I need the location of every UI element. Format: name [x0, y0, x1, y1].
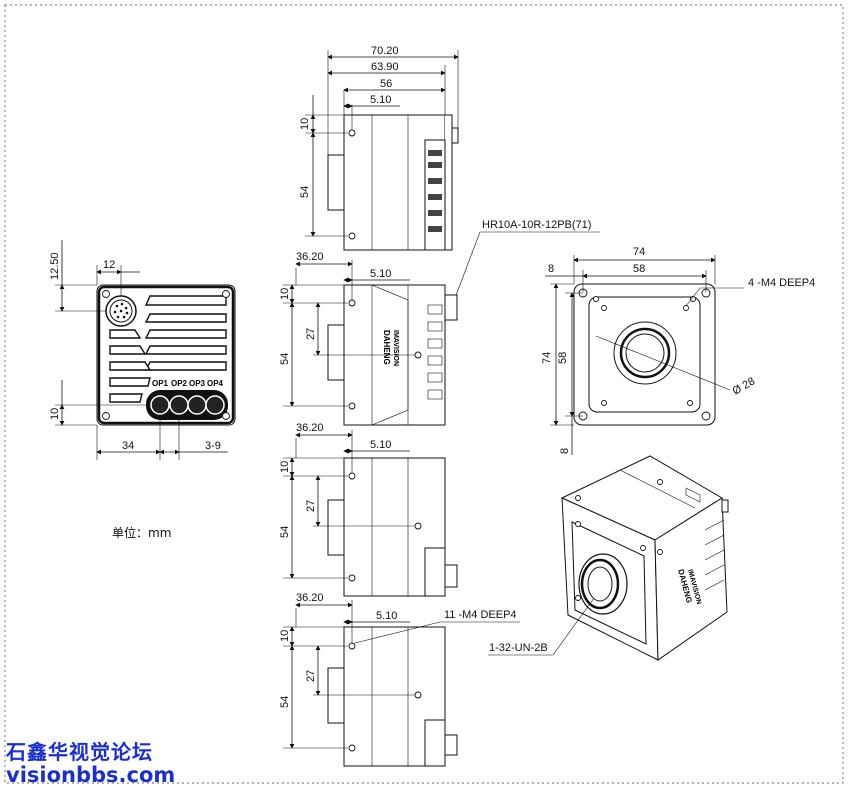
mount-hole	[348, 129, 356, 137]
port-label: OP1	[152, 379, 169, 388]
dim-text: 36.20	[296, 592, 324, 604]
brand-mark: IMAVISION	[392, 330, 399, 366]
mount-hole	[348, 232, 356, 240]
dim-text: 5.10	[370, 439, 391, 451]
watermark-title: 石鑫华视觉论坛	[6, 740, 153, 764]
dim-text: 10	[299, 118, 311, 130]
brand-mark: DAHENG	[382, 330, 391, 365]
dim-text: 27	[305, 500, 317, 512]
connector-label: HR10A-10R-12PB(71)	[482, 219, 591, 231]
dim-text: 74	[541, 352, 553, 364]
port-label: OP2	[171, 379, 188, 388]
dim-text: 27	[305, 670, 317, 682]
hole-label: 4 -M4 DEEP4	[748, 277, 815, 289]
dim-text: 10	[279, 630, 291, 642]
side-view-b: 36.20 5.10 10 27 54	[279, 422, 458, 597]
dim-text: 54	[279, 353, 291, 365]
dim-text: 10	[279, 288, 291, 300]
port-label: OP3	[189, 379, 206, 388]
dim-text: 54	[299, 186, 311, 198]
heatsink-fins	[427, 304, 443, 400]
dim-text: 74	[633, 246, 645, 258]
dim-text: 3-9	[205, 440, 221, 452]
watermark-url: visionbbs.com	[6, 763, 176, 787]
dim-text: 56	[380, 78, 392, 90]
iso-view: DAHENG IMAVISION 1-32-UN-2B	[488, 455, 729, 661]
side-view-a: DAHENG IMAVISION 36.20 5.10 10 27 54	[279, 251, 458, 426]
dim-text: 70.20	[371, 45, 399, 57]
dim-text: 5.10	[370, 268, 391, 280]
unit-label: 单位：mm	[112, 526, 172, 540]
front-view: 4 -M4 DEEP4 Ø 28 74 58 8 74 58 8	[541, 246, 815, 455]
dim-text: 36.20	[296, 251, 324, 263]
top-view: 70.20 63.90 56 5.10 10 54	[299, 45, 459, 251]
dim-text: 12.50	[49, 252, 61, 280]
dim-text: 58	[557, 352, 569, 364]
rear-view: OP1 OP2 OP3 OP4 12.50 12 10 34 3-9	[49, 240, 236, 460]
dim-text: 36.20	[296, 422, 324, 434]
dim-text: 5.10	[376, 610, 397, 622]
dim-text: 5.10	[370, 94, 391, 106]
dim-text: 27	[305, 328, 317, 340]
dim-text: 58	[633, 263, 645, 275]
dim-text: 12	[103, 259, 115, 271]
dim-text: 10	[279, 461, 291, 473]
dim-text: 34	[122, 440, 134, 452]
side-view-c: 11 -M4 DEEP4 36.20 5.10 10 27 54	[279, 592, 520, 767]
dim-text: 54	[279, 696, 291, 708]
dim-text: 8	[559, 448, 571, 454]
dim-text: Ø 28	[731, 375, 758, 397]
dim-text: 54	[279, 526, 291, 538]
page-border	[4, 4, 844, 784]
top-view-fins	[428, 150, 442, 232]
dim-text: 63.90	[371, 61, 399, 73]
mount-label: 1-32-UN-2B	[489, 642, 548, 654]
dim-text: 10	[49, 408, 61, 420]
port-label: OP4	[207, 379, 224, 388]
hole-label: 11 -M4 DEEP4	[444, 609, 517, 621]
dim-text: 8	[548, 263, 554, 275]
